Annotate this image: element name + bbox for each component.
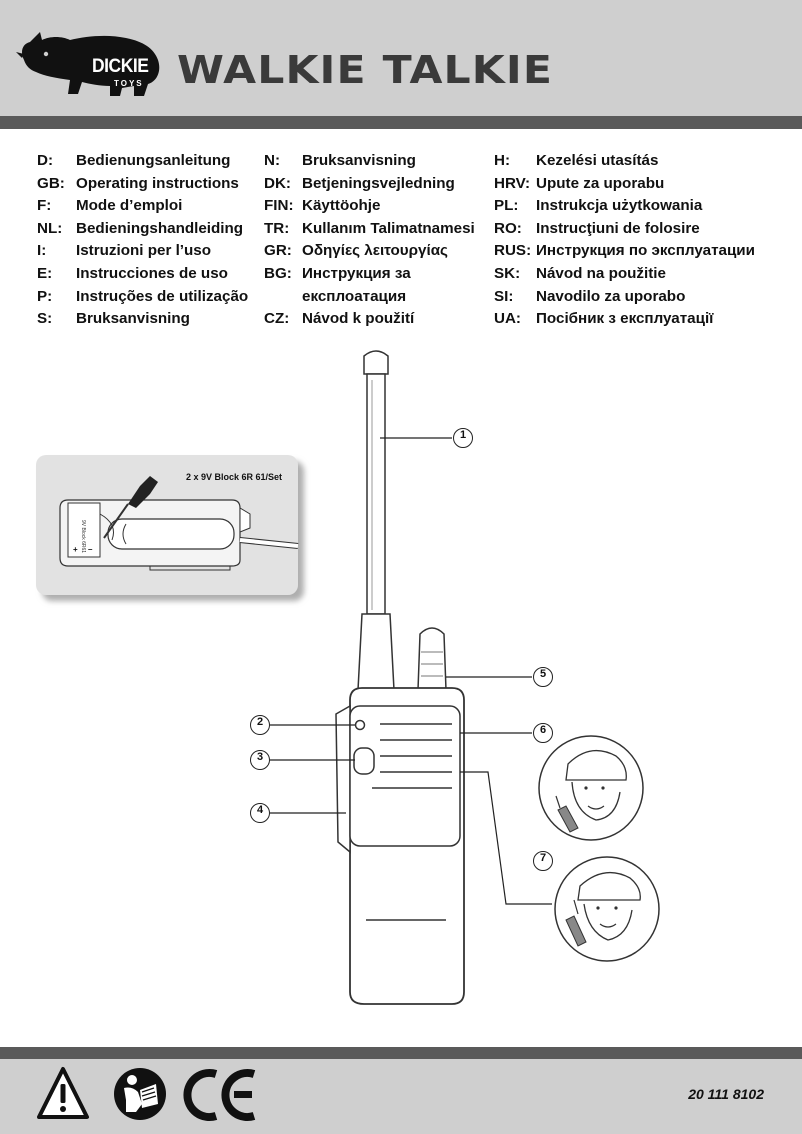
language-title: Οδηγίες λειτουργίας	[302, 242, 448, 260]
language-title: Mode d’emploi	[76, 197, 183, 215]
footer-rule	[0, 1047, 802, 1059]
svg-text:–: –	[88, 545, 93, 554]
language-title: Посібник з експлуатації	[536, 310, 714, 328]
language-code: BG:	[264, 264, 292, 282]
language-title: Instrucţiuni de folosire	[536, 219, 700, 237]
language-code: HRV:	[494, 174, 531, 192]
language-title: Bruksanvisning	[76, 310, 190, 328]
callout-1: 1	[453, 428, 473, 448]
language-title: Инструкция по эксплуатации	[536, 242, 755, 260]
language-code: GB:	[37, 174, 65, 192]
language-title: Instrukcja użytkowania	[536, 197, 703, 215]
battery-label: 2 x 9V Block 6R 61/Set	[186, 472, 283, 482]
language-title: експлоатация	[302, 287, 407, 305]
callout-2: 2	[250, 715, 270, 735]
callout-5: 5	[533, 667, 553, 687]
language-title: Инструкция за	[302, 264, 411, 282]
language-code: FIN:	[264, 197, 294, 215]
language-title: Bedienungsanleitung	[76, 152, 231, 169]
child-using-walkie-icon-2	[554, 856, 660, 962]
language-title: Instruções de utilização	[76, 287, 249, 305]
callout-7: 7	[533, 851, 553, 871]
language-code: S:	[37, 310, 53, 328]
read-manual-icon	[114, 1068, 166, 1120]
warning-triangle-icon	[37, 1067, 89, 1119]
callout-4: 4	[250, 803, 270, 823]
rhino-logo-icon	[16, 32, 160, 96]
channel-knob	[417, 627, 447, 691]
language-code: D:	[37, 152, 54, 169]
language-code: RUS:	[494, 242, 532, 260]
language-code: TR:	[264, 219, 290, 237]
language-code: H:	[494, 152, 511, 169]
callout-leaders	[270, 437, 552, 905]
radio-body	[335, 687, 465, 1005]
language-code: SI:	[494, 287, 514, 305]
language-code: DK:	[264, 174, 291, 192]
language-title: Návod na použitie	[536, 264, 666, 282]
language-title: Kullanım Talimatnamesi	[302, 219, 475, 237]
language-title: Kezelési utasítás	[536, 152, 659, 169]
language-code: I:	[37, 242, 47, 260]
language-title: Bruksanvisning	[302, 152, 416, 169]
battery-inset: 9V Block 6R61 + –	[36, 455, 299, 595]
callout-6: 6	[533, 723, 553, 743]
language-code: GR:	[264, 242, 292, 260]
header-rule	[0, 116, 802, 129]
language-code: N:	[264, 152, 281, 169]
language-title: Käyttöohje	[302, 197, 381, 215]
ce-mark-icon	[183, 1069, 256, 1121]
language-code: F:	[37, 197, 52, 215]
language-code: NL:	[37, 219, 63, 237]
language-code: SK:	[494, 264, 521, 282]
language-title: Navodilo za uporabo	[536, 287, 686, 305]
language-title: Operating instructions	[76, 174, 239, 192]
language-code: RO:	[494, 219, 522, 237]
language-code: UA:	[494, 310, 521, 328]
brand-name: DICKIE	[92, 56, 149, 77]
svg-text:9V Block 6R61: 9V Block 6R61	[80, 520, 86, 553]
language-code: CZ:	[264, 310, 290, 328]
language-title: Návod k použití	[302, 310, 415, 328]
language-code: P:	[37, 287, 53, 305]
language-code: E:	[37, 264, 53, 282]
language-title: Upute za uporabu	[536, 174, 665, 192]
brand-sub: TOYS	[114, 79, 144, 88]
language-title: Bedieningshandleiding	[76, 219, 244, 237]
callout-3: 3	[250, 750, 270, 770]
language-title: Instrucciones de uso	[76, 264, 228, 282]
language-code: PL:	[494, 197, 519, 215]
child-using-walkie-icon-1	[538, 735, 644, 841]
product-title: Walkie Talkie	[177, 48, 554, 92]
svg-text:+: +	[73, 545, 78, 554]
language-title: Istruzioni per l’uso	[76, 242, 212, 260]
dickie-toys-logo: DICKIE TOYS	[16, 22, 166, 100]
language-title: Betjeningsvejledning	[302, 174, 455, 192]
antenna	[357, 350, 395, 691]
article-number: 20 111 8102	[688, 1086, 764, 1102]
